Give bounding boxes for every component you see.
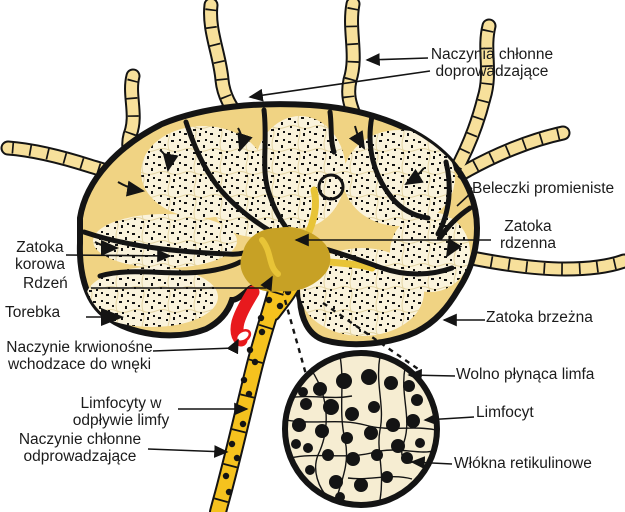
trabeculae [81,107,473,279]
capsule-arrowhead [101,308,124,326]
label-medulla: Rdzeń [23,275,68,292]
blood-vessel [230,285,260,347]
magnified-inset [282,350,440,508]
label-slow-lymph: Wolno płynąca limfa [456,366,595,383]
label-marginal-sinus: Zatoka brzeżna [486,309,593,326]
label-blood-vessel-hilum: Naczynie krwionośne wchodzace do wnęki [6,339,153,373]
label-lymphocytes-outflow: Limfocyty w odpływie limfy [72,395,170,429]
label-cortical-sinus: Zatoka korowa [15,239,65,273]
label-reticular-fibers: Włókna retikulinowe [454,455,592,472]
follicle-circle-marker [317,173,345,201]
label-efferent-vessel: Naczynie chłonne odprowadzające [18,431,142,465]
flow-arrows [94,125,463,258]
label-capsule: Torebka [5,304,61,321]
node-interior [81,107,473,336]
magnifier-cone [283,299,422,379]
label-radiate-trabeculae: Beleczki promieniste [472,180,615,197]
efferent-vessel [209,275,303,512]
label-afferent-vessels: Naczynia chłonne doprowadzające [430,46,554,80]
label-medullary-sinus: Zatoka rdzenna [499,218,556,252]
label-lymphocyte: Limfocyt [476,404,534,421]
leader-lines [65,53,491,470]
